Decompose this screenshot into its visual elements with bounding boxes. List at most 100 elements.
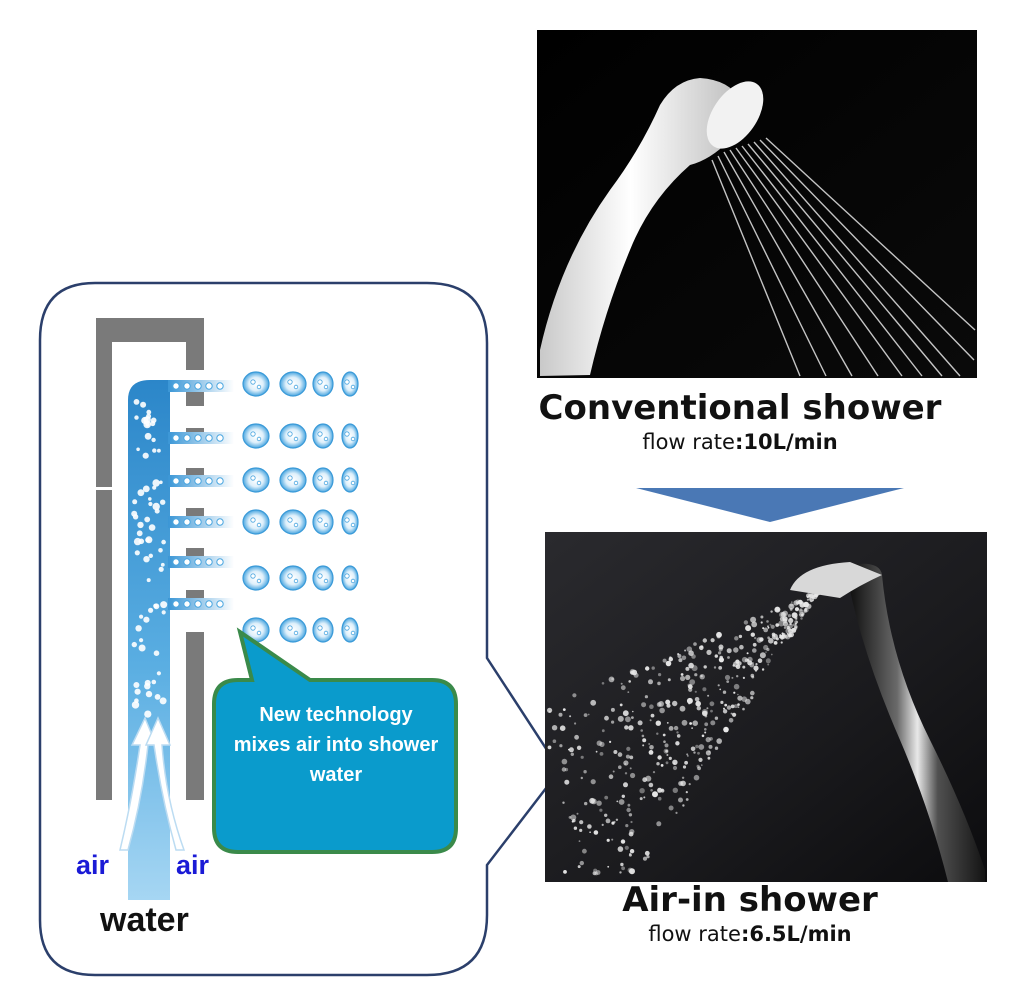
spray-particle bbox=[629, 868, 635, 875]
spray-particle bbox=[604, 813, 608, 817]
spray-particle bbox=[618, 765, 622, 769]
spray-particle bbox=[702, 687, 707, 692]
spray-particle bbox=[680, 673, 684, 676]
spray-particle bbox=[708, 744, 713, 749]
spray-particle bbox=[662, 733, 666, 737]
spray-particle bbox=[623, 782, 628, 788]
spray-particle bbox=[787, 614, 792, 618]
spray-particle bbox=[733, 683, 740, 690]
air-bubble bbox=[194, 518, 202, 526]
spray-particle bbox=[630, 670, 635, 675]
spray-particle bbox=[710, 638, 715, 643]
spray-particle bbox=[599, 808, 603, 812]
air-bubble bbox=[139, 614, 144, 619]
conventional-rate: flow rate:10L/min bbox=[510, 428, 970, 456]
spray-particle bbox=[703, 665, 707, 669]
spray-particle bbox=[562, 708, 566, 711]
air-bubble bbox=[205, 434, 213, 442]
water-droplet bbox=[341, 565, 359, 591]
spray-particle bbox=[631, 716, 634, 719]
air-bubble bbox=[152, 448, 157, 453]
air-bubble bbox=[152, 502, 160, 511]
air-bubble bbox=[205, 600, 213, 608]
droplet-bubble bbox=[287, 625, 293, 631]
spray-particle bbox=[622, 710, 629, 717]
spray-particle bbox=[717, 684, 720, 687]
spray-particle bbox=[582, 848, 587, 854]
water-droplet bbox=[242, 371, 270, 397]
spray-particle bbox=[619, 703, 623, 707]
spray-particle bbox=[617, 752, 623, 757]
spray-particle bbox=[665, 749, 668, 753]
spray-particle bbox=[688, 662, 694, 669]
spray-particle bbox=[673, 725, 679, 731]
spray-particle bbox=[552, 739, 557, 743]
air-bubble bbox=[146, 409, 152, 415]
spray-particle bbox=[801, 600, 804, 603]
air-bubble bbox=[133, 399, 140, 405]
spray-particle bbox=[676, 731, 679, 734]
spray-particle bbox=[617, 846, 624, 852]
droplet-bubble bbox=[350, 480, 356, 486]
spray-particle bbox=[691, 727, 693, 729]
spray-particle bbox=[767, 663, 770, 666]
conventional-rate-label: flow rate bbox=[642, 430, 735, 454]
spray-particle bbox=[672, 787, 678, 793]
droplet-bubble bbox=[293, 480, 299, 486]
spray-particle bbox=[693, 751, 696, 754]
spray-particle bbox=[608, 676, 615, 683]
spray-particle bbox=[624, 725, 629, 730]
spray-particle bbox=[731, 676, 734, 679]
spray-particle bbox=[593, 830, 599, 835]
spray-particle bbox=[707, 694, 710, 697]
spray-particle bbox=[742, 707, 745, 711]
spray-particle bbox=[688, 687, 693, 692]
spray-particle bbox=[572, 693, 577, 698]
air-bubble bbox=[172, 434, 180, 442]
spray-particle bbox=[691, 665, 698, 672]
spray-particle bbox=[685, 666, 690, 671]
droplet-bubble bbox=[344, 431, 350, 437]
droplet-bubble bbox=[350, 578, 356, 584]
spray-particle bbox=[685, 791, 688, 794]
spray-particle bbox=[641, 734, 645, 738]
spray-particle bbox=[625, 716, 631, 723]
spray-particle bbox=[737, 703, 740, 706]
spray-particle bbox=[685, 798, 689, 801]
spray-particle bbox=[705, 737, 711, 743]
spray-particle bbox=[767, 626, 770, 629]
spray-particle bbox=[668, 756, 672, 761]
air-bubble bbox=[137, 489, 145, 497]
air-bubble bbox=[183, 518, 191, 526]
water-droplet bbox=[312, 509, 334, 535]
spray-particle bbox=[806, 593, 811, 598]
spray-particle bbox=[803, 601, 809, 608]
spray-particle bbox=[775, 637, 779, 641]
air-bubble bbox=[132, 499, 138, 505]
spray-particle bbox=[716, 634, 721, 639]
droplet-bubble bbox=[287, 517, 293, 523]
droplet-bubble bbox=[250, 431, 256, 437]
spray-particle bbox=[648, 743, 651, 745]
spray-particle bbox=[682, 765, 687, 769]
air-bubble bbox=[159, 480, 163, 485]
spray-particle bbox=[592, 871, 597, 876]
air-bubble bbox=[144, 516, 151, 523]
air-bubble bbox=[216, 434, 224, 442]
spray-particle bbox=[620, 862, 624, 867]
spray-particle bbox=[702, 710, 708, 717]
spray-particle bbox=[611, 821, 615, 825]
spray-particle bbox=[759, 652, 766, 659]
spray-particle bbox=[663, 740, 666, 743]
spray-particle bbox=[639, 797, 643, 801]
spray-particle bbox=[745, 625, 752, 632]
spray-particle bbox=[640, 729, 643, 732]
spray-particle bbox=[648, 782, 654, 788]
spray-particle bbox=[741, 696, 748, 702]
air-bubble bbox=[158, 566, 164, 572]
spray-particle bbox=[779, 635, 784, 639]
air-bubble bbox=[153, 603, 158, 609]
air-bubble bbox=[142, 485, 150, 493]
air-bubble bbox=[146, 578, 151, 583]
